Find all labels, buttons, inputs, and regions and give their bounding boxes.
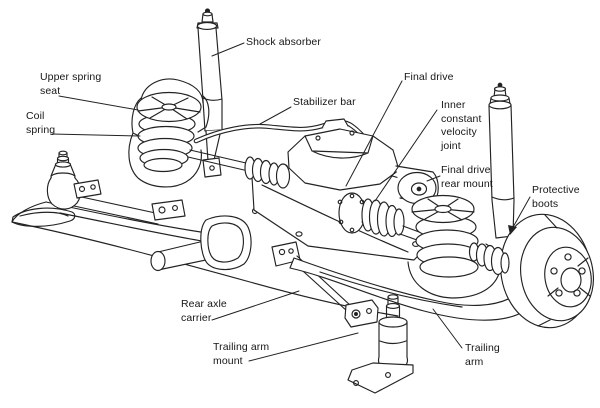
label-coil-spring: Coil spring bbox=[26, 110, 56, 136]
leader-lines bbox=[51, 42, 531, 362]
label-rear-axle-carrier: Rear axle carrier bbox=[181, 298, 227, 324]
label-inner-cv-joint: Inner constant velocity joint bbox=[441, 99, 482, 152]
leader-inner-cv-joint bbox=[374, 109, 438, 202]
label-protective-boots: Protective boots bbox=[532, 184, 580, 210]
left-coil-spring-drawing bbox=[128, 78, 210, 188]
label-final-drive: Final drive bbox=[404, 71, 454, 83]
leader-trailing-arm bbox=[432, 308, 463, 349]
stabilizer-bar-drawing bbox=[193, 119, 377, 155]
leader-final-drive bbox=[345, 80, 403, 187]
label-stabilizer-bar: Stabilizer bar bbox=[293, 96, 356, 108]
right-shock-absorber-drawing bbox=[488, 82, 515, 239]
leader-coil-spring bbox=[51, 133, 141, 137]
leader-stabilizer-bar bbox=[259, 106, 292, 125]
label-trailing-arm: Trailing arm bbox=[465, 342, 500, 368]
leader-trailing-arm-mount bbox=[248, 332, 359, 362]
rear-axle-carrier-drawing bbox=[11, 201, 399, 317]
inner-cv-joint-drawing bbox=[337, 165, 471, 259]
right-protective-boot-drawing bbox=[468, 242, 510, 276]
label-shock-absorber: Shock absorber bbox=[246, 36, 321, 48]
leader-protective-boots-arrowhead bbox=[508, 225, 517, 235]
label-trailing-arm-mount: Trailing arm mount bbox=[213, 341, 270, 367]
leader-rear-axle-carrier bbox=[211, 290, 300, 321]
leader-final-drive-rear-mount bbox=[426, 175, 441, 182]
label-upper-spring-seat: Upper spring seat bbox=[40, 71, 102, 97]
final-drive-drawing bbox=[287, 118, 400, 191]
label-final-drive-rear-mount: Final drive rear mount bbox=[441, 164, 493, 190]
right-coil-spring-drawing bbox=[411, 194, 480, 278]
leader-shock-absorber bbox=[211, 42, 245, 57]
leader-upper-spring-seat bbox=[58, 95, 139, 111]
left-axle-boot-drawing bbox=[187, 149, 291, 189]
left-ball-joint-drawing bbox=[46, 150, 186, 225]
trailing-arm-mount-drawing bbox=[344, 294, 414, 394]
leader-protective-boots bbox=[511, 196, 531, 230]
brake-disc-drawing bbox=[500, 213, 594, 329]
